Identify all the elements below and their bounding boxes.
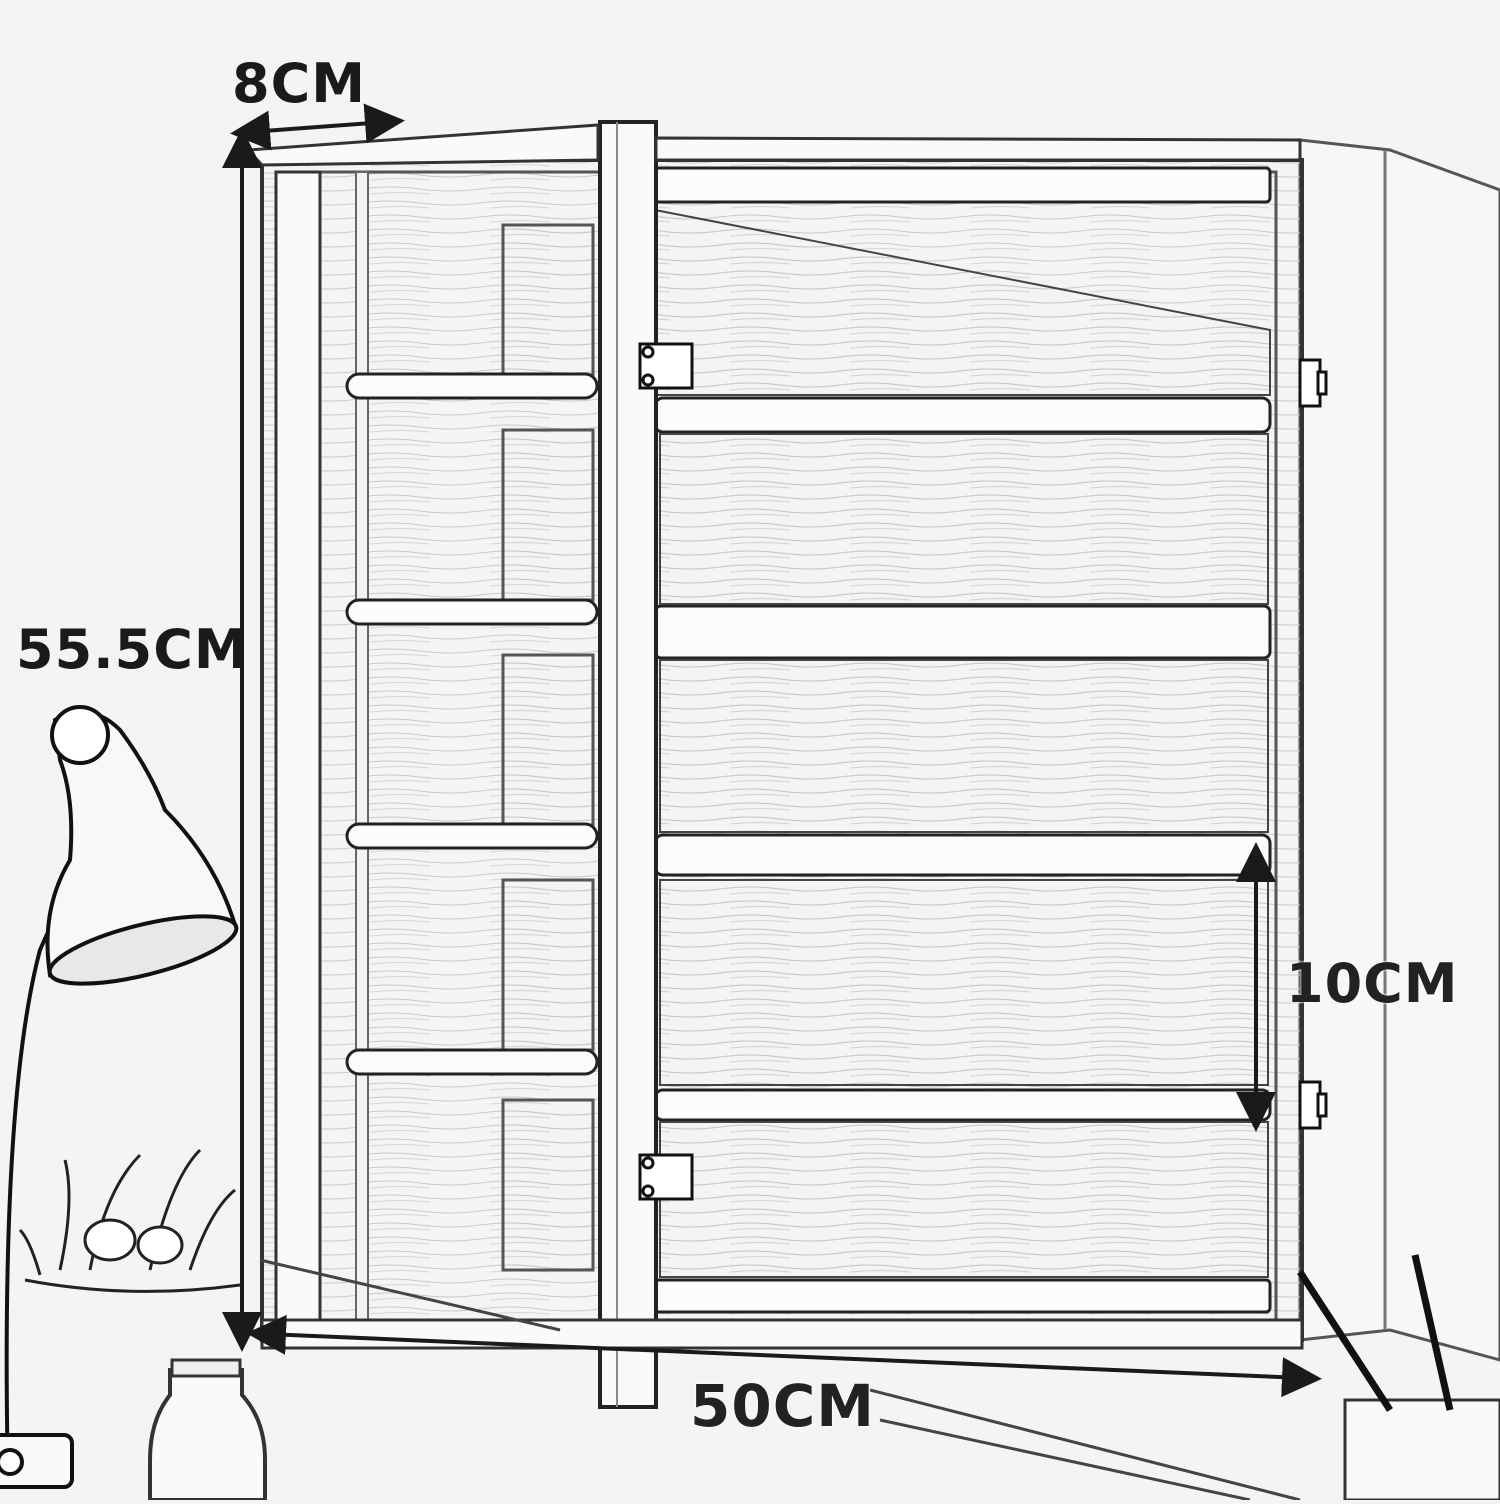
right-shelf-rails <box>653 166 1272 1314</box>
back-panels <box>501 223 595 1272</box>
bottom-board <box>260 1318 1304 1350</box>
desk-lamp <box>0 705 239 1489</box>
top-width-label: 8CM <box>232 52 366 115</box>
top-board <box>244 123 1302 167</box>
height-label: 55.5CM <box>16 618 249 681</box>
door-panels <box>654 208 1271 1278</box>
width-label: 50CM <box>690 1372 875 1440</box>
top-width-arrow <box>230 103 405 151</box>
dimension-arrows <box>222 103 1322 1398</box>
latch-icon <box>1298 358 1328 1130</box>
plant <box>18 1148 241 1293</box>
hinge-icon <box>638 342 694 1201</box>
pencil-cup <box>1297 1254 1500 1502</box>
width-arrow <box>246 1314 1322 1398</box>
shelf-spacing-label: 10CM <box>1286 952 1459 1015</box>
left-shelf-rods <box>345 372 599 1076</box>
bottle <box>148 1358 267 1502</box>
right-wall-panel <box>1298 138 1500 1362</box>
center-post <box>598 120 658 1409</box>
